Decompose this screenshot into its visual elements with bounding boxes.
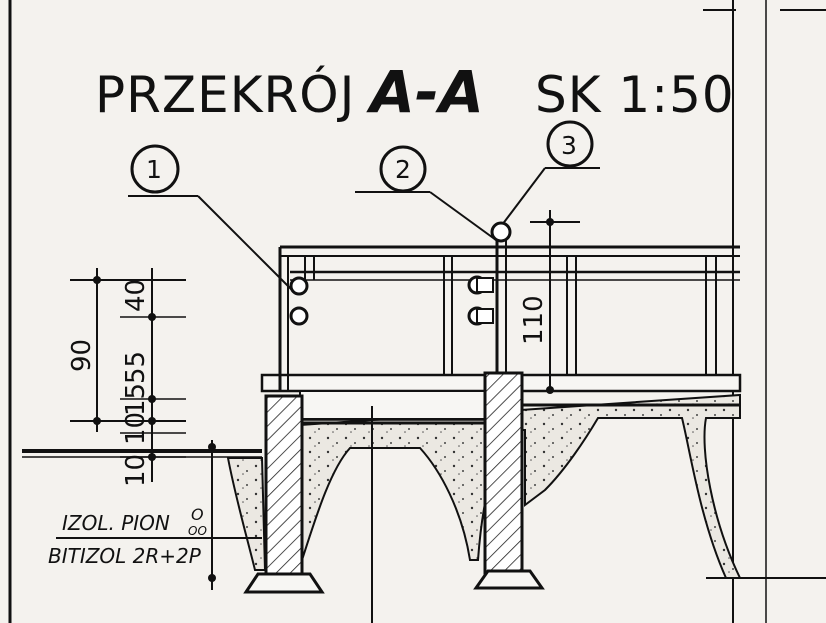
- callout-3: 3: [501, 120, 600, 226]
- section-mark: A-A: [366, 58, 484, 126]
- middle-post: [473, 371, 545, 590]
- drawing-scale: SK 1:50: [535, 66, 735, 124]
- callout-1: 1: [128, 144, 293, 291]
- insulation-line-2: BITIZOL 2R+2P: [48, 544, 202, 568]
- left-dimension-chain: 90 40 55 15 10 10: [67, 268, 186, 487]
- rail-height-dimension: 110: [519, 210, 580, 394]
- callout-2: 2: [355, 145, 497, 241]
- railing: [278, 221, 740, 390]
- insulation-note: IZOL. PION O OO BITIZOL 2R+2P: [48, 440, 262, 590]
- dim-rail-height: 110: [519, 295, 549, 345]
- callout-3-number: 3: [561, 131, 577, 160]
- drawing-title: PRZEKRÓJ A-A SK 1:50: [95, 58, 735, 126]
- insulation-line-1: IZOL. PION: [62, 511, 170, 535]
- dim-low-span: 10: [121, 412, 151, 445]
- dim-upper-span: 40: [121, 279, 151, 312]
- insulation-superscript: O: [191, 505, 204, 524]
- dim-mid-span: 55: [121, 351, 151, 384]
- dim-base-span: 10: [121, 454, 151, 487]
- dim-left-total: 90: [67, 339, 97, 372]
- insulation-sub: OO: [188, 524, 207, 538]
- callout-1-number: 1: [146, 155, 162, 184]
- dim-extra: 15: [121, 383, 151, 416]
- title-prefix: PRZEKRÓJ: [95, 65, 355, 124]
- callout-2-number: 2: [395, 155, 411, 184]
- left-post: [243, 394, 325, 594]
